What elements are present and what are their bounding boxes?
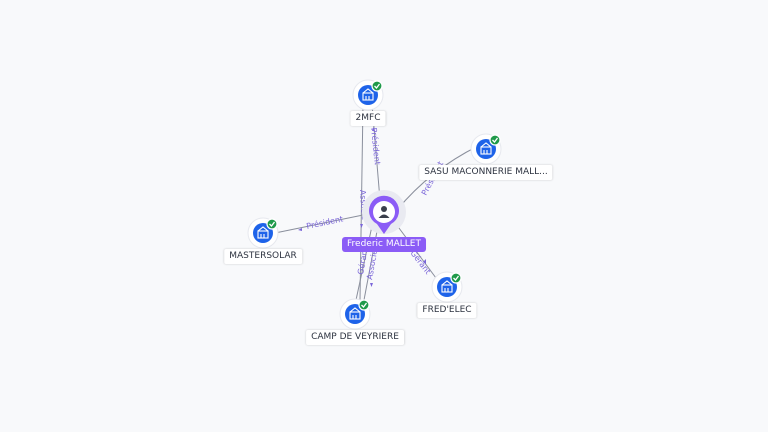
- check-icon: [453, 275, 460, 281]
- building-icon: [480, 142, 492, 155]
- company-node-sasu[interactable]: [470, 133, 502, 165]
- building-icon: [362, 88, 374, 101]
- building-icon: [349, 307, 361, 320]
- verified-badge-icon: [266, 218, 278, 230]
- company-node-mastersolar[interactable]: [247, 217, 279, 249]
- verified-badge-icon: [450, 272, 462, 284]
- edge-arrows: [298, 127, 426, 287]
- check-icon: [269, 221, 276, 227]
- edge-2mfc-line-a: [359, 103, 364, 301]
- company-label-mastersolar[interactable]: MASTERSOLAR: [224, 249, 302, 264]
- edge-mastersolar-line: [274, 213, 369, 234]
- arrow-fredelec: [423, 259, 426, 264]
- arrow-mastersolar: [298, 228, 302, 231]
- check-icon: [374, 83, 381, 89]
- company-label-camp[interactable]: CAMP DE VEYRIERE: [306, 330, 404, 345]
- person-name-label[interactable]: Frederic MALLET: [342, 237, 426, 252]
- company-node-fredelec[interactable]: [431, 271, 463, 303]
- building-icon: [441, 280, 453, 293]
- company-label-fredelec[interactable]: FRED'ELEC: [417, 303, 477, 318]
- verified-badge-icon: [358, 299, 370, 311]
- arrow-camp: [370, 283, 373, 287]
- verified-badge-icon: [371, 80, 383, 92]
- check-icon: [492, 137, 499, 143]
- company-label-sasu[interactable]: SASU MACONNERIE MALL...: [419, 165, 553, 180]
- edge-label-mastersolar: Président: [305, 213, 344, 231]
- arrow-2mfc: [372, 127, 375, 131]
- arrow-associe: [360, 224, 363, 228]
- check-icon: [361, 302, 368, 308]
- company-label-2mfc[interactable]: 2MFC: [350, 111, 386, 126]
- company-node-camp[interactable]: [339, 298, 371, 330]
- verified-badge-icon: [489, 134, 501, 146]
- edge-label-fredelec: Gérant: [408, 248, 433, 276]
- company-node-2mfc[interactable]: [352, 79, 384, 111]
- building-icon: [257, 226, 269, 239]
- person-icon: [378, 206, 390, 218]
- person-node[interactable]: [362, 190, 406, 234]
- edge-label-camp-gerant: Gérant: [355, 246, 370, 275]
- edge-label-2mfc: Président: [369, 127, 383, 165]
